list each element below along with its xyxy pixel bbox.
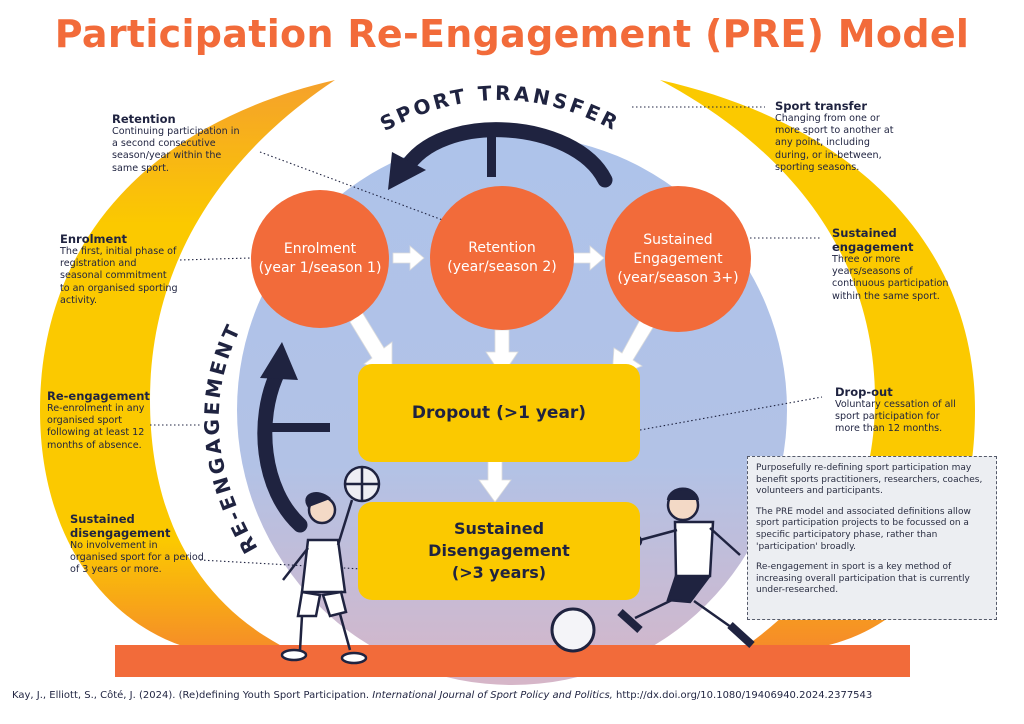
arrow-enrol-retention	[392, 245, 425, 271]
note-retention-heading: Retention	[112, 112, 176, 126]
stage-sustained-subtitle: Engagement	[633, 250, 723, 267]
sport-transfer-label: SPORT TRANSFER	[376, 81, 621, 136]
note-reengagement: Re-engagement Re-enrolment in any organi…	[47, 389, 151, 452]
left-band	[40, 80, 335, 655]
note-reengagement-heading: Re-engagement	[47, 389, 150, 403]
svg-text:RE-ENGAGEMENT: RE-ENGAGEMENT	[200, 319, 263, 558]
stage-enrolment: Enrolment (year 1/season 1)	[251, 190, 389, 328]
dropout-label: Dropout (>1 year)	[411, 403, 587, 423]
citation-authors: Kay, J., Elliott, S., Côté, J. (2024). (…	[12, 690, 370, 701]
note-retention: Retention Continuing participation in a …	[112, 112, 244, 175]
note-se-heading-1: Sustained	[832, 226, 897, 240]
dropout-box: Dropout (>1 year)	[358, 364, 640, 462]
citation-doi: http://dx.doi.org/10.1080/19406940.2024.…	[616, 690, 873, 701]
arrow-retention-sustained	[572, 245, 605, 271]
note-dropout-heading: Drop-out	[835, 385, 893, 399]
info-paragraph-2: The PRE model and associated definitions…	[756, 506, 971, 552]
stage-enrolment-period: (year 1/season 1)	[258, 260, 382, 276]
disengagement-line3: (>3 years)	[451, 563, 547, 582]
arrow-enrol-dropout	[349, 311, 393, 373]
note-enrolment: Enrolment The first, initial phase of re…	[60, 232, 178, 307]
stage-retention: Retention (year/season 2)	[430, 186, 574, 330]
citation-journal: International Journal of Sport Policy an…	[372, 690, 613, 701]
reengagement-arrowhead	[260, 342, 298, 380]
page-title: Participation Re-Engagement (PRE) Model	[54, 12, 970, 56]
reengagement-arrow	[257, 364, 308, 533]
note-sport-transfer-text: Changing from one or more sport to anoth…	[775, 113, 894, 173]
basketball-player	[280, 465, 381, 665]
note-se-heading-2: engagement	[832, 240, 914, 254]
note-sport-transfer-heading: Sport transfer	[775, 99, 868, 113]
sport-transfer-arrow	[397, 122, 613, 188]
soccer-player	[617, 487, 755, 648]
disengagement-line1: Sustained	[453, 519, 545, 538]
stage-retention-period: (year/season 2)	[447, 259, 557, 275]
sport-transfer-arrowhead	[388, 152, 426, 190]
note-enrolment-heading: Enrolment	[60, 232, 128, 246]
info-paragraph-1: Purposefully re-defining sport participa…	[756, 463, 983, 497]
note-dropout-text: Voluntary cessation of all sport partici…	[835, 399, 956, 435]
note-sport-transfer: Sport transfer Changing from one or more…	[775, 99, 895, 174]
stage-sustained-title: Sustained	[643, 231, 713, 248]
disengagement-box: Sustained Disengagement (>3 years)	[358, 502, 640, 600]
citation: Kay, J., Elliott, S., Côté, J. (2024). (…	[12, 690, 1012, 701]
disengagement-line2: Disengagement	[428, 541, 570, 560]
note-sd-heading-1: Sustained	[70, 512, 135, 526]
stage-retention-title: Retention	[468, 240, 536, 256]
note-enrolment-text: The first, initial phase of registration…	[60, 246, 178, 306]
info-box: Purposefully re-defining sport participa…	[747, 456, 997, 620]
note-sustained-disengagement: Sustained disengagement No involvement i…	[70, 512, 205, 577]
soccer-ball	[550, 607, 596, 653]
stage-enrolment-title: Enrolment	[283, 241, 357, 257]
note-reengagement-text: Re-enrolment in any organised sport foll…	[47, 403, 145, 451]
stage-sustained-engagement: Sustained Engagement (year/season 3+)	[605, 186, 751, 332]
note-dropout: Drop-out Voluntary cessation of all spor…	[835, 385, 965, 436]
note-se-text: Three or more years/seasons of continuou…	[832, 254, 949, 302]
note-sustained-engagement: Sustained engagement Three or more years…	[832, 226, 960, 303]
info-paragraph-3: Re-engagement in sport is a key method o…	[756, 562, 970, 596]
note-sd-text: No involvement in organised sport for a …	[70, 540, 204, 576]
bottom-strip	[115, 645, 910, 677]
svg-text:SPORT TRANSFER: SPORT TRANSFER	[376, 81, 624, 136]
note-sd-heading-2: disengagement	[70, 526, 171, 540]
stage-sustained-period: (year/season 3+)	[617, 269, 739, 286]
note-retention-text: Continuing participation in a second con…	[112, 126, 240, 174]
reengagement-label: RE-ENGAGEMENT	[200, 319, 260, 558]
